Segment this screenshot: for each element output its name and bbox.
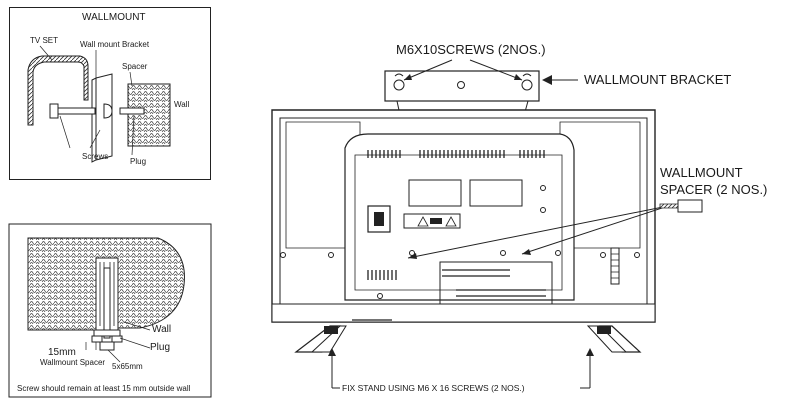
tv-set-label: TV SET — [30, 36, 59, 45]
wall-shape — [127, 83, 171, 147]
screw-size-label: 5x65mm — [112, 362, 143, 371]
spacer-callout-line1: WALLMOUNT — [660, 165, 743, 180]
screws-label: Screws — [82, 152, 109, 161]
screw-detail-panel — [8, 223, 212, 398]
bracket-callout: WALLMOUNT BRACKET — [584, 72, 732, 87]
dimension-15mm-label: 15mm — [48, 347, 76, 358]
top-vents — [367, 150, 545, 158]
wallmount-detail-panel — [9, 7, 211, 180]
tv-set-shape — [27, 55, 89, 126]
wallmount-spacer-small-label: Wallmount Spacer — [40, 358, 106, 367]
wallmount-spacer-shape — [677, 199, 703, 213]
wallmount-title: WALLMOUNT — [82, 12, 146, 23]
screws-callout: M6X10SCREWS (2NOS.) — [396, 42, 546, 57]
wall-label: Wall — [174, 100, 190, 109]
stand-callout: FIX STAND USING M6 X 16 SCREWS (2 NOS.) — [342, 383, 525, 393]
wall-section-label: Wall — [152, 324, 172, 335]
spacer-shape — [103, 103, 113, 119]
plug-section-label: Plug — [150, 342, 171, 353]
bracket-label: Wall mount Bracket — [80, 40, 150, 49]
tv-bottom-bezel — [271, 303, 656, 323]
screw-shape — [54, 107, 96, 115]
spacer-callout-line2: SPACER (2 NOS.) — [660, 182, 768, 197]
bracket-shape — [91, 77, 97, 163]
plug-label: Plug — [130, 157, 147, 166]
spacer-label: Spacer — [122, 62, 148, 71]
screw-note: Screw should remain at least 15 mm outsi… — [17, 384, 191, 393]
